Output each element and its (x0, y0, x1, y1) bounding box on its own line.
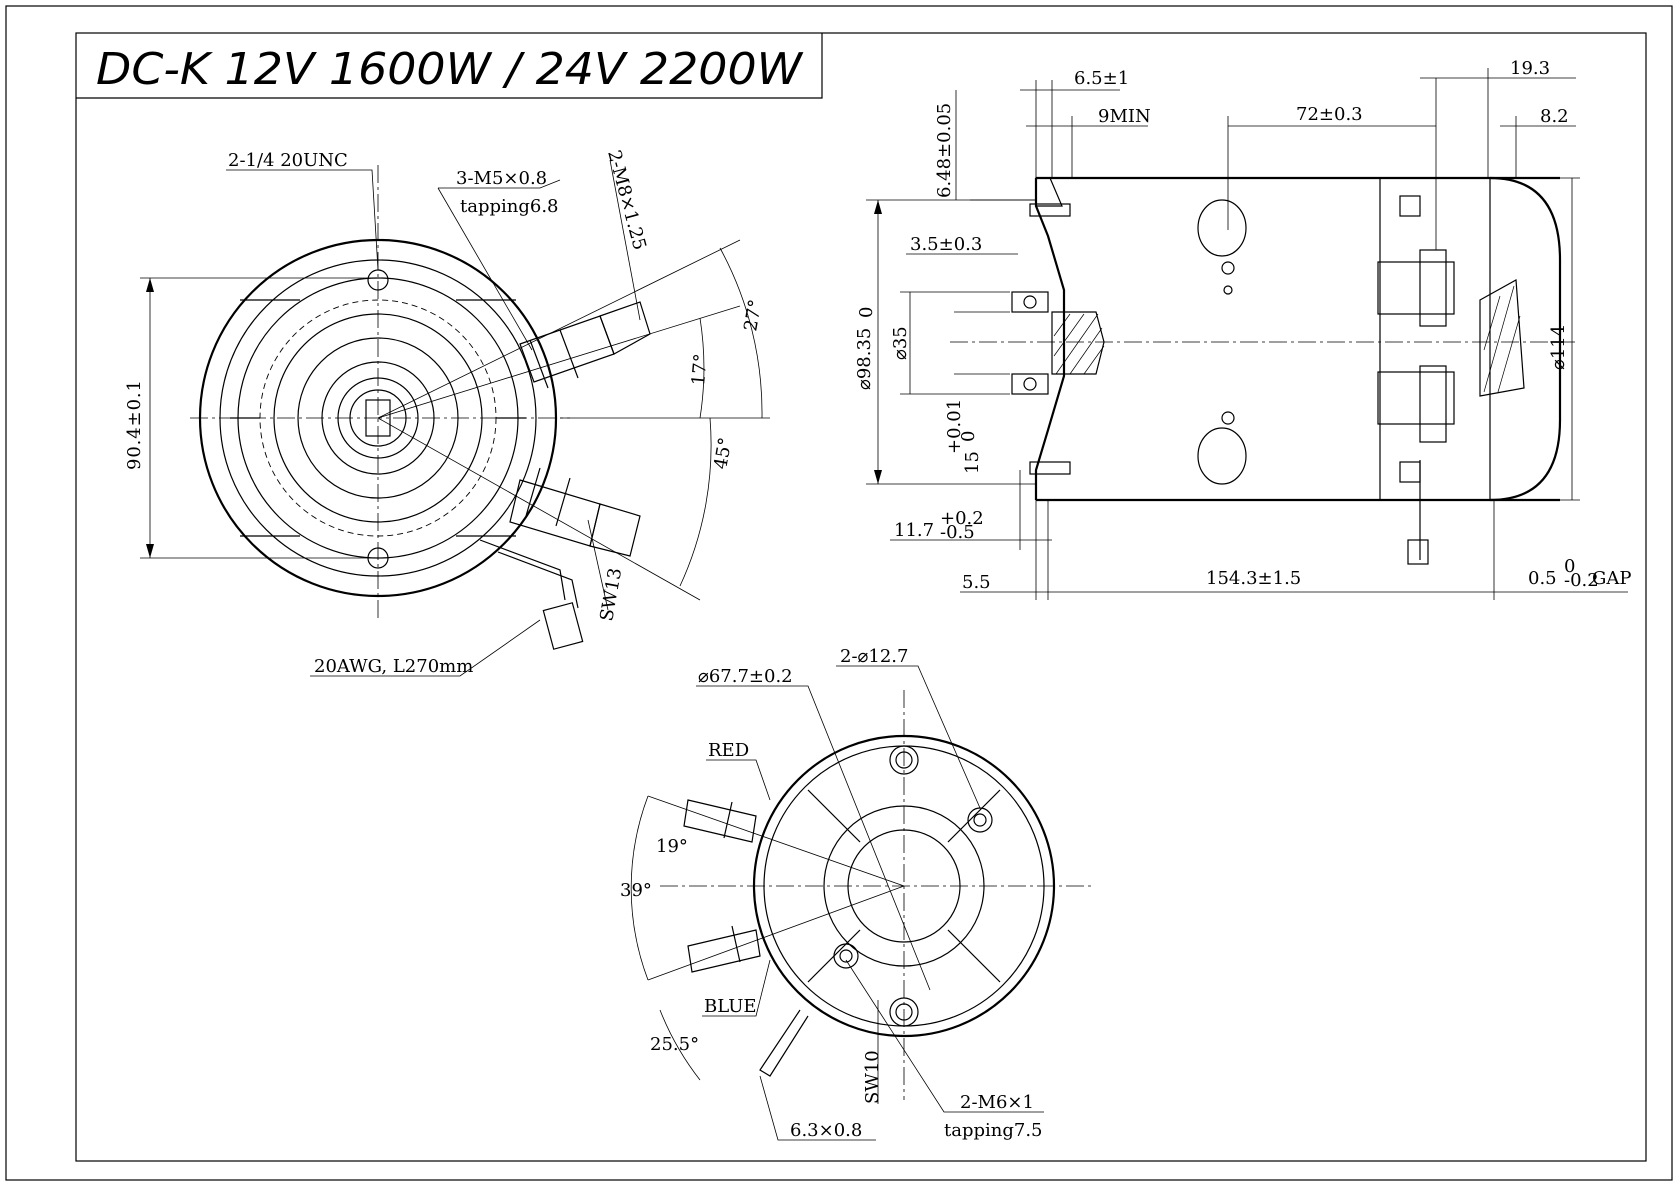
outer-border (5, 5, 1673, 1181)
side-body-length: 154.3±1.5 (1206, 568, 1301, 589)
side-gap-tol-lower: -0.2 (1564, 570, 1599, 591)
side-gap-tol-upper: 0 (1564, 556, 1575, 577)
side-pilot-tol-upper: +0.2 (940, 508, 984, 529)
front-height-dim: 90.4±0.1 (124, 380, 145, 470)
front-stud-thread: 2-M8×1.25 (603, 148, 650, 253)
side-shaft-diameter: ⌀35 (890, 326, 911, 360)
front-angle-17: 17° (688, 353, 712, 387)
rear-tap-line1: 2-M6×1 (960, 1092, 1034, 1113)
rear-bolt-circle: ⌀67.7±0.2 (698, 666, 793, 687)
front-angle-27: 27° (740, 298, 766, 333)
side-stud-spacing: 72±0.3 (1296, 104, 1363, 125)
side-pilot-length: 11.7 (894, 520, 934, 541)
side-spline-tol-upper: +0.01 (944, 399, 965, 454)
side-spline-tol-lower: 0 (958, 431, 979, 442)
rear-blue-label: BLUE (704, 996, 757, 1017)
red-terminal (683, 799, 757, 843)
rear-hole-diameter: 2-⌀12.7 (840, 646, 908, 667)
rear-view: 19° 39° 25.5° ⌀67.7±0.2 2-⌀12.7 RED BLUE… (620, 646, 1094, 1141)
title-text: DC-K 12V 1600W / 24V 2200W (96, 44, 804, 95)
side-view: 6.5±1 9MIN 72±0.3 19.3 8.2 6.48±0.05 3.5… (854, 58, 1632, 600)
front-tap-line1: 3-M5×0.8 (456, 168, 547, 189)
upper-stud (519, 301, 651, 389)
rear-angle-25: 25.5° (650, 1034, 699, 1055)
side-bearing-step: 3.5±0.3 (910, 234, 982, 255)
title-block: DC-K 12V 1600W / 24V 2200W (76, 33, 823, 99)
front-wrench-size: SW13 (596, 566, 626, 623)
side-body-diameter-tol: 0 (856, 307, 877, 318)
side-end-cap: 8.2 (1540, 106, 1569, 127)
side-pilot-tol-lower: -0.5 (940, 522, 975, 543)
side-flange-thickness: 5.5 (962, 572, 991, 593)
side-min-depth: 9MIN (1098, 106, 1151, 127)
side-end-offset: 19.3 (1510, 58, 1550, 79)
rear-red-label: RED (708, 740, 749, 761)
rear-wrench-size: SW10 (862, 1050, 883, 1104)
front-thread-port: 2-1/4 20UNC (228, 150, 348, 171)
front-tap-line2: tapping6.8 (460, 196, 559, 217)
front-wire-spec: 20AWG, L270mm (314, 656, 473, 677)
inner-border (75, 32, 1647, 1162)
side-flange-width: 6.5±1 (1074, 68, 1129, 89)
side-pilot-shoulder: 6.48±0.05 (934, 103, 955, 198)
rear-terminal-spec: 6.3×0.8 (790, 1120, 862, 1141)
blue-terminal (687, 925, 761, 973)
front-view: 90.4±0.1 27° 17° 45° 2-1/4 20UNC 3-M5×0.… (124, 148, 770, 677)
front-angle-45: 45° (710, 436, 736, 471)
rear-angle-19: 19° (656, 836, 688, 857)
side-gap-value: 0.5 (1528, 568, 1557, 589)
side-spline-length: 15 (962, 451, 983, 474)
rear-tap-line2: tapping7.5 (944, 1120, 1043, 1141)
rear-angle-39: 39° (620, 880, 652, 901)
side-body-diameter: ⌀98.35 (854, 328, 875, 390)
side-gap-label: GAP (1592, 568, 1632, 589)
lower-stud (509, 467, 641, 557)
side-end-diameter: ⌀114 (1548, 325, 1569, 370)
